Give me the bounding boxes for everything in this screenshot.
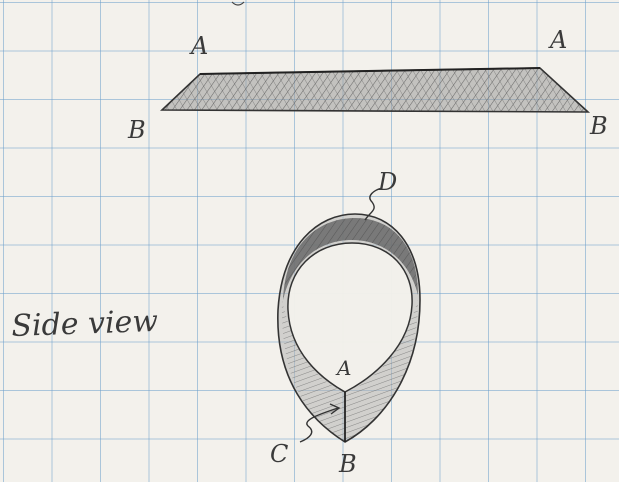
label-top-left-a: A [191,34,208,58]
label-top-right-a: A [550,28,567,52]
label-inner-a: A [337,358,351,378]
label-bottom-b: B [339,452,357,476]
label-point-d: D [378,170,397,194]
label-right-b: B [590,114,608,138]
label-left-b: B [128,118,146,142]
label-side-view: Side view [11,307,159,342]
label-point-c: C [270,442,288,466]
top-view-slab [162,68,588,112]
side-view-teardrop [278,214,420,442]
